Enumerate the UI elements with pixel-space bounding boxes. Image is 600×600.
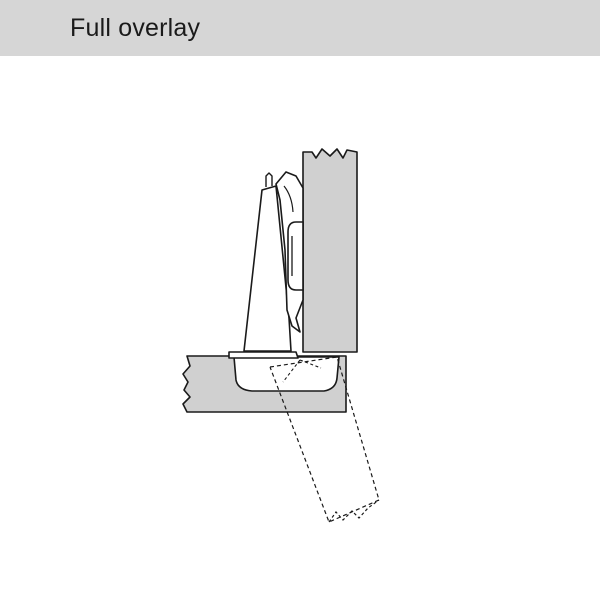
- mounting-plate: [228, 351, 299, 359]
- door-open-break: [328, 499, 380, 523]
- header-bar: Full overlay: [0, 0, 600, 56]
- door-open-outline: [269, 356, 380, 523]
- hinge-open-outline: [282, 359, 322, 383]
- hinge-pin: [265, 172, 273, 187]
- hinge-cup: [233, 356, 340, 392]
- hinge-arm: [243, 185, 292, 352]
- door-panel: [302, 148, 358, 353]
- hinge-boss-detail: [283, 185, 294, 213]
- page-title: Full overlay: [70, 14, 201, 42]
- hinge-cam: [287, 221, 304, 291]
